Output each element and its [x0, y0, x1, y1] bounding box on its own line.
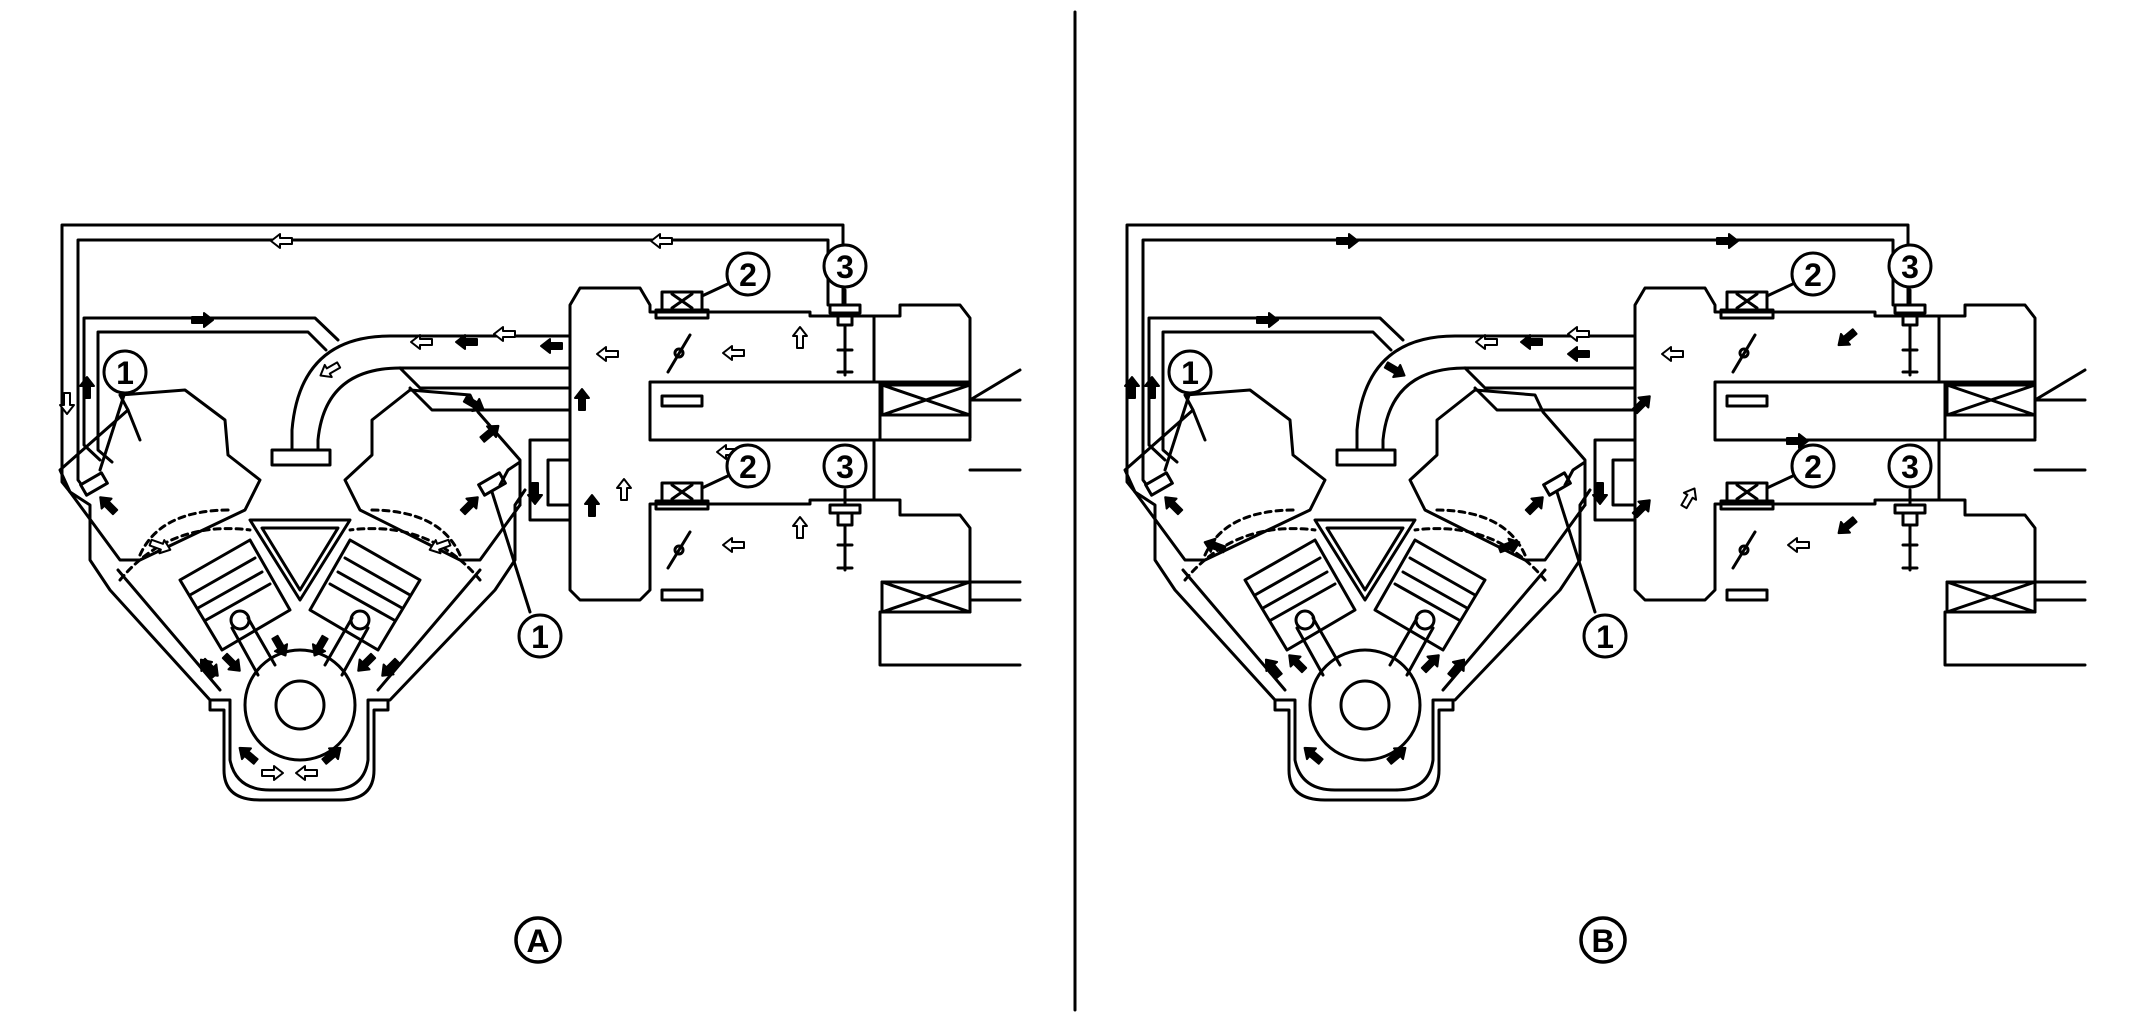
- solid-arrow-icon: [1832, 512, 1861, 540]
- solid-arrow-icon: [1381, 357, 1410, 384]
- solid-arrow-icon: [1417, 648, 1446, 677]
- outline-arrow-icon: [269, 232, 294, 250]
- solid-arrow-icon: [1158, 490, 1187, 519]
- outline-arrow-icon: [315, 357, 344, 384]
- callout-2-lower-b: 2: [1790, 443, 1836, 489]
- solid-arrow-icon: [190, 311, 215, 329]
- svg-text:1: 1: [531, 619, 549, 655]
- outline-arrow-icon: [595, 345, 620, 363]
- solid-arrow-icon: [233, 741, 262, 769]
- solid-arrow-icon: [539, 337, 564, 355]
- solid-arrow-icon: [1143, 375, 1161, 400]
- panel-a: 1 1 2 2 3 3 A: [58, 223, 1022, 964]
- solid-arrow-icon: [1832, 324, 1861, 352]
- svg-text:2: 2: [739, 449, 757, 485]
- callout-3-upper-a: 3: [822, 243, 868, 289]
- engine-drawing-a: [58, 223, 1022, 802]
- outline-arrow-icon: [1566, 325, 1591, 343]
- svg-text:2: 2: [1804, 257, 1822, 293]
- outline-arrow-icon: [721, 344, 746, 362]
- svg-text:1: 1: [1181, 355, 1199, 391]
- panel-label-b: B: [1579, 916, 1627, 964]
- svg-text:2: 2: [739, 257, 757, 293]
- solid-arrow-icon: [218, 649, 247, 678]
- solid-arrow-icon: [351, 649, 380, 678]
- svg-text:1: 1: [116, 355, 134, 391]
- callout-1-upper-b: 1: [1167, 349, 1213, 395]
- outline-arrow-icon: [260, 764, 285, 782]
- solid-arrow-icon: [1335, 232, 1360, 250]
- solid-arrow-icon: [78, 375, 96, 400]
- panel-b: 1 1 2 2 3 3 B: [1123, 223, 2087, 964]
- solid-arrow-icon: [93, 490, 122, 519]
- svg-text:B: B: [1591, 923, 1614, 959]
- solid-arrow-icon: [1566, 345, 1591, 363]
- solid-arrow-icon: [1443, 653, 1471, 682]
- solid-arrow-icon: [460, 391, 489, 418]
- solid-arrow-icon: [456, 490, 485, 519]
- callout-1-lower-a: 1: [517, 613, 563, 659]
- svg-text:3: 3: [836, 449, 854, 485]
- svg-text:3: 3: [836, 249, 854, 285]
- outline-arrow-icon: [791, 515, 809, 540]
- svg-text:3: 3: [1901, 449, 1919, 485]
- solid-arrow-icon: [573, 387, 591, 412]
- solid-arrow-icon: [1298, 741, 1327, 769]
- callout-2-upper-a: 2: [725, 251, 771, 297]
- outline-arrow-icon: [294, 764, 319, 782]
- callout-2-upper-b: 2: [1790, 251, 1836, 297]
- callout-1-upper-a: 1: [102, 349, 148, 395]
- svg-text:A: A: [526, 923, 549, 959]
- callout-2-lower-a: 2: [725, 443, 771, 489]
- solid-arrow-icon: [1521, 490, 1550, 519]
- svg-text:3: 3: [1901, 249, 1919, 285]
- callout-1-lower-b: 1: [1582, 613, 1628, 659]
- svg-text:1: 1: [1596, 619, 1614, 655]
- engine-drawing-b: [1123, 223, 2087, 802]
- outline-arrow-icon: [615, 477, 633, 502]
- solid-arrow-icon: [1715, 232, 1740, 250]
- outline-arrow-icon: [1676, 483, 1703, 512]
- callout-3-lower-a: 3: [822, 443, 868, 489]
- svg-text:2: 2: [1804, 449, 1822, 485]
- outline-arrow-icon: [721, 536, 746, 554]
- solid-arrow-icon: [583, 493, 601, 518]
- solid-arrow-icon: [1282, 648, 1311, 677]
- solid-arrow-icon: [1255, 311, 1280, 329]
- callout-3-lower-b: 3: [1887, 443, 1933, 489]
- outline-arrow-icon: [1786, 536, 1811, 554]
- callout-3-upper-b: 3: [1887, 243, 1933, 289]
- outline-arrow-icon: [791, 325, 809, 350]
- panel-label-a: A: [514, 916, 562, 964]
- outline-arrow-icon: [1660, 345, 1685, 363]
- outline-arrow-icon: [492, 325, 517, 343]
- outline-arrow-icon: [649, 232, 674, 250]
